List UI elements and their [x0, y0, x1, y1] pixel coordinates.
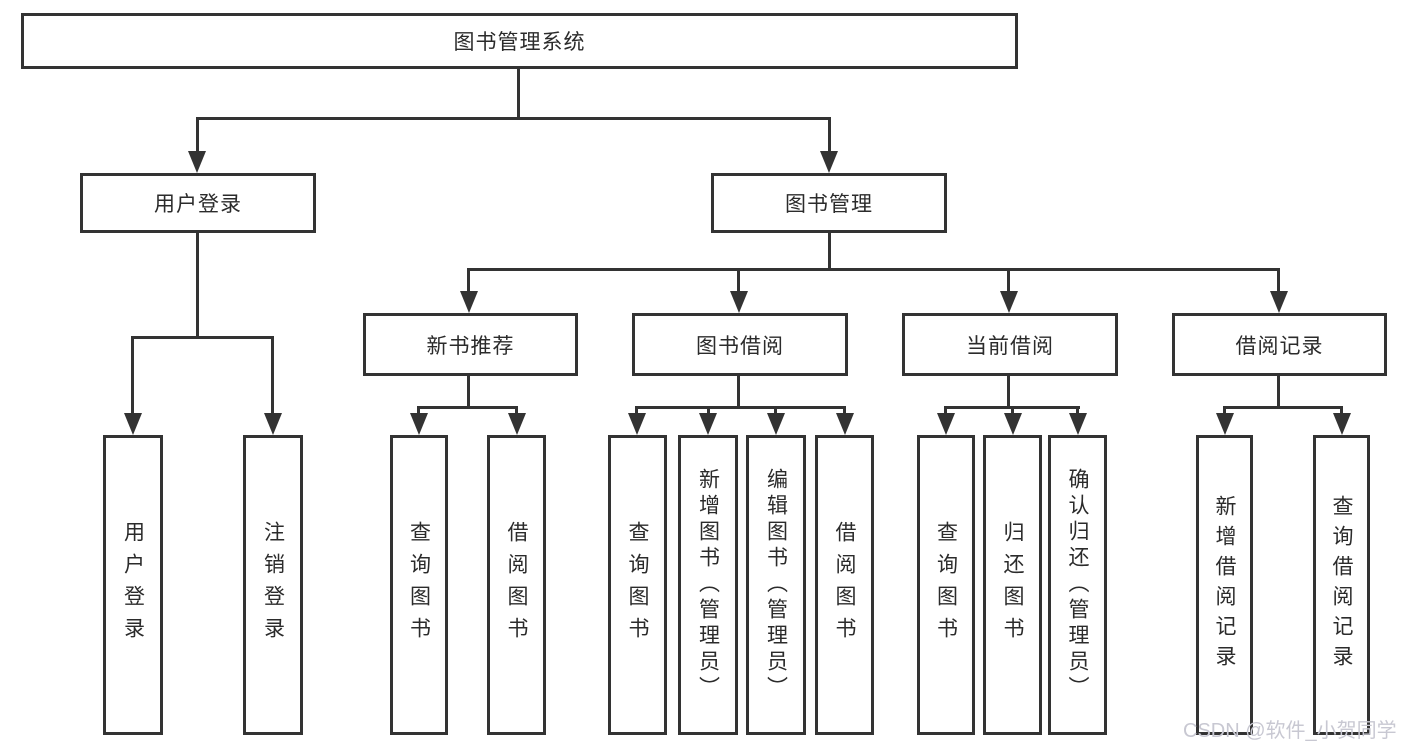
arrow-down-icon — [264, 413, 282, 435]
arrow-down-icon — [1270, 291, 1288, 313]
node-leaf-cb-query-books-label: 查询图书 — [934, 521, 958, 649]
node-leaf-bb-query-books: 查询图书 — [608, 435, 667, 735]
connector-line — [707, 408, 710, 415]
connector-line — [467, 269, 470, 294]
node-leaf-br-add-record: 新增借阅记录 — [1196, 435, 1253, 735]
node-leaf-bb-edit-books-admin: 编辑图书（管理员） — [746, 435, 806, 735]
arrow-down-icon — [836, 413, 854, 435]
connector-line — [271, 336, 274, 415]
arrow-down-icon — [410, 413, 428, 435]
node-book-borrow: 图书借阅 — [632, 313, 848, 376]
connector-line — [417, 406, 518, 409]
connector-line — [1223, 406, 1343, 409]
node-leaf-bb-borrow-books-label: 借阅图书 — [833, 521, 856, 649]
arrow-down-icon — [508, 413, 526, 435]
node-leaf-nb-borrow-books-label: 借阅图书 — [505, 521, 528, 649]
connector-line — [467, 268, 1280, 271]
node-leaf-user-login: 用户登录 — [103, 435, 163, 735]
connector-line — [196, 119, 199, 153]
node-leaf-bb-borrow-books: 借阅图书 — [815, 435, 874, 735]
connector-line — [843, 408, 846, 415]
node-leaf-logout-label: 注销登录 — [261, 521, 285, 649]
node-leaf-cb-confirm-return-admin-label: 确认归还（管理员） — [1066, 468, 1089, 702]
node-leaf-nb-borrow-books: 借阅图书 — [487, 435, 546, 735]
arrow-down-icon — [820, 151, 838, 173]
node-leaf-cb-return-books: 归还图书 — [983, 435, 1042, 735]
connector-line — [1223, 408, 1226, 415]
arrow-down-icon — [1069, 413, 1087, 435]
node-current-borrow: 当前借阅 — [902, 313, 1118, 376]
node-leaf-br-query-record: 查询借阅记录 — [1313, 435, 1370, 735]
node-book-management-branch-label: 图书管理 — [785, 193, 873, 216]
connector-line — [515, 408, 518, 415]
connector-line — [417, 408, 420, 415]
node-leaf-nb-query-books-label: 查询图书 — [407, 521, 431, 649]
connector-line — [635, 408, 638, 415]
node-user-login-branch: 用户登录 — [80, 173, 316, 233]
arrow-down-icon — [767, 413, 785, 435]
connector-line — [944, 406, 1080, 409]
node-system-root-label: 图书管理系统 — [453, 31, 586, 54]
connector-line — [944, 408, 947, 415]
connector-line — [467, 375, 470, 408]
node-leaf-br-query-record-label: 查询借阅记录 — [1330, 495, 1353, 675]
arrow-down-icon — [937, 413, 955, 435]
node-leaf-cb-query-books: 查询图书 — [917, 435, 975, 735]
connector-line — [1011, 408, 1014, 415]
connector-line — [196, 117, 831, 120]
node-leaf-bb-edit-books-admin-label: 编辑图书（管理员） — [764, 468, 788, 702]
arrow-down-icon — [1000, 291, 1018, 313]
node-new-book-recommend-label: 新书推荐 — [426, 334, 515, 358]
node-book-borrow-label: 图书借阅 — [696, 334, 784, 358]
node-leaf-nb-query-books: 查询图书 — [390, 435, 448, 735]
node-new-book-recommend: 新书推荐 — [363, 313, 578, 376]
node-borrow-records-label: 借阅记录 — [1235, 334, 1324, 358]
arrow-down-icon — [124, 413, 142, 435]
node-leaf-bb-add-books-admin-label: 新增图书（管理员） — [696, 468, 720, 702]
connector-line — [131, 336, 134, 415]
connector-line — [1007, 375, 1010, 408]
node-leaf-user-login-label: 用户登录 — [121, 521, 145, 649]
connector-line — [737, 269, 740, 294]
connector-line — [131, 336, 274, 339]
connector-line — [774, 408, 777, 415]
connector-line — [737, 375, 740, 408]
connector-line — [1007, 269, 1010, 294]
node-leaf-logout: 注销登录 — [243, 435, 303, 735]
node-leaf-bb-query-books-label: 查询图书 — [626, 521, 649, 649]
connector-line — [196, 232, 199, 338]
node-system-root: 图书管理系统 — [21, 13, 1018, 69]
arrow-down-icon — [188, 151, 206, 173]
node-borrow-records: 借阅记录 — [1172, 313, 1387, 376]
connector-line — [1340, 408, 1343, 415]
connector-line — [1277, 375, 1280, 408]
arrow-down-icon — [730, 291, 748, 313]
connector-line — [1076, 408, 1079, 415]
node-user-login-branch-label: 用户登录 — [154, 193, 242, 216]
arrow-down-icon — [628, 413, 646, 435]
connector-line — [828, 232, 831, 270]
node-current-borrow-label: 当前借阅 — [966, 334, 1054, 358]
arrow-down-icon — [1216, 413, 1234, 435]
node-leaf-cb-confirm-return-admin: 确认归还（管理员） — [1048, 435, 1107, 735]
connector-line — [635, 406, 846, 409]
connector-line — [517, 69, 520, 119]
node-leaf-cb-return-books-label: 归还图书 — [1001, 521, 1024, 649]
arrow-down-icon — [1333, 413, 1351, 435]
arrow-down-icon — [460, 291, 478, 313]
node-book-management-branch: 图书管理 — [711, 173, 947, 233]
node-leaf-br-add-record-label: 新增借阅记录 — [1213, 495, 1236, 675]
arrow-down-icon — [1004, 413, 1022, 435]
node-leaf-bb-add-books-admin: 新增图书（管理员） — [678, 435, 738, 735]
csdn-watermark: CSDN @软件_小贺同学 — [1183, 720, 1397, 742]
connector-line — [1277, 269, 1280, 294]
connector-line — [828, 119, 831, 153]
arrow-down-icon — [699, 413, 717, 435]
